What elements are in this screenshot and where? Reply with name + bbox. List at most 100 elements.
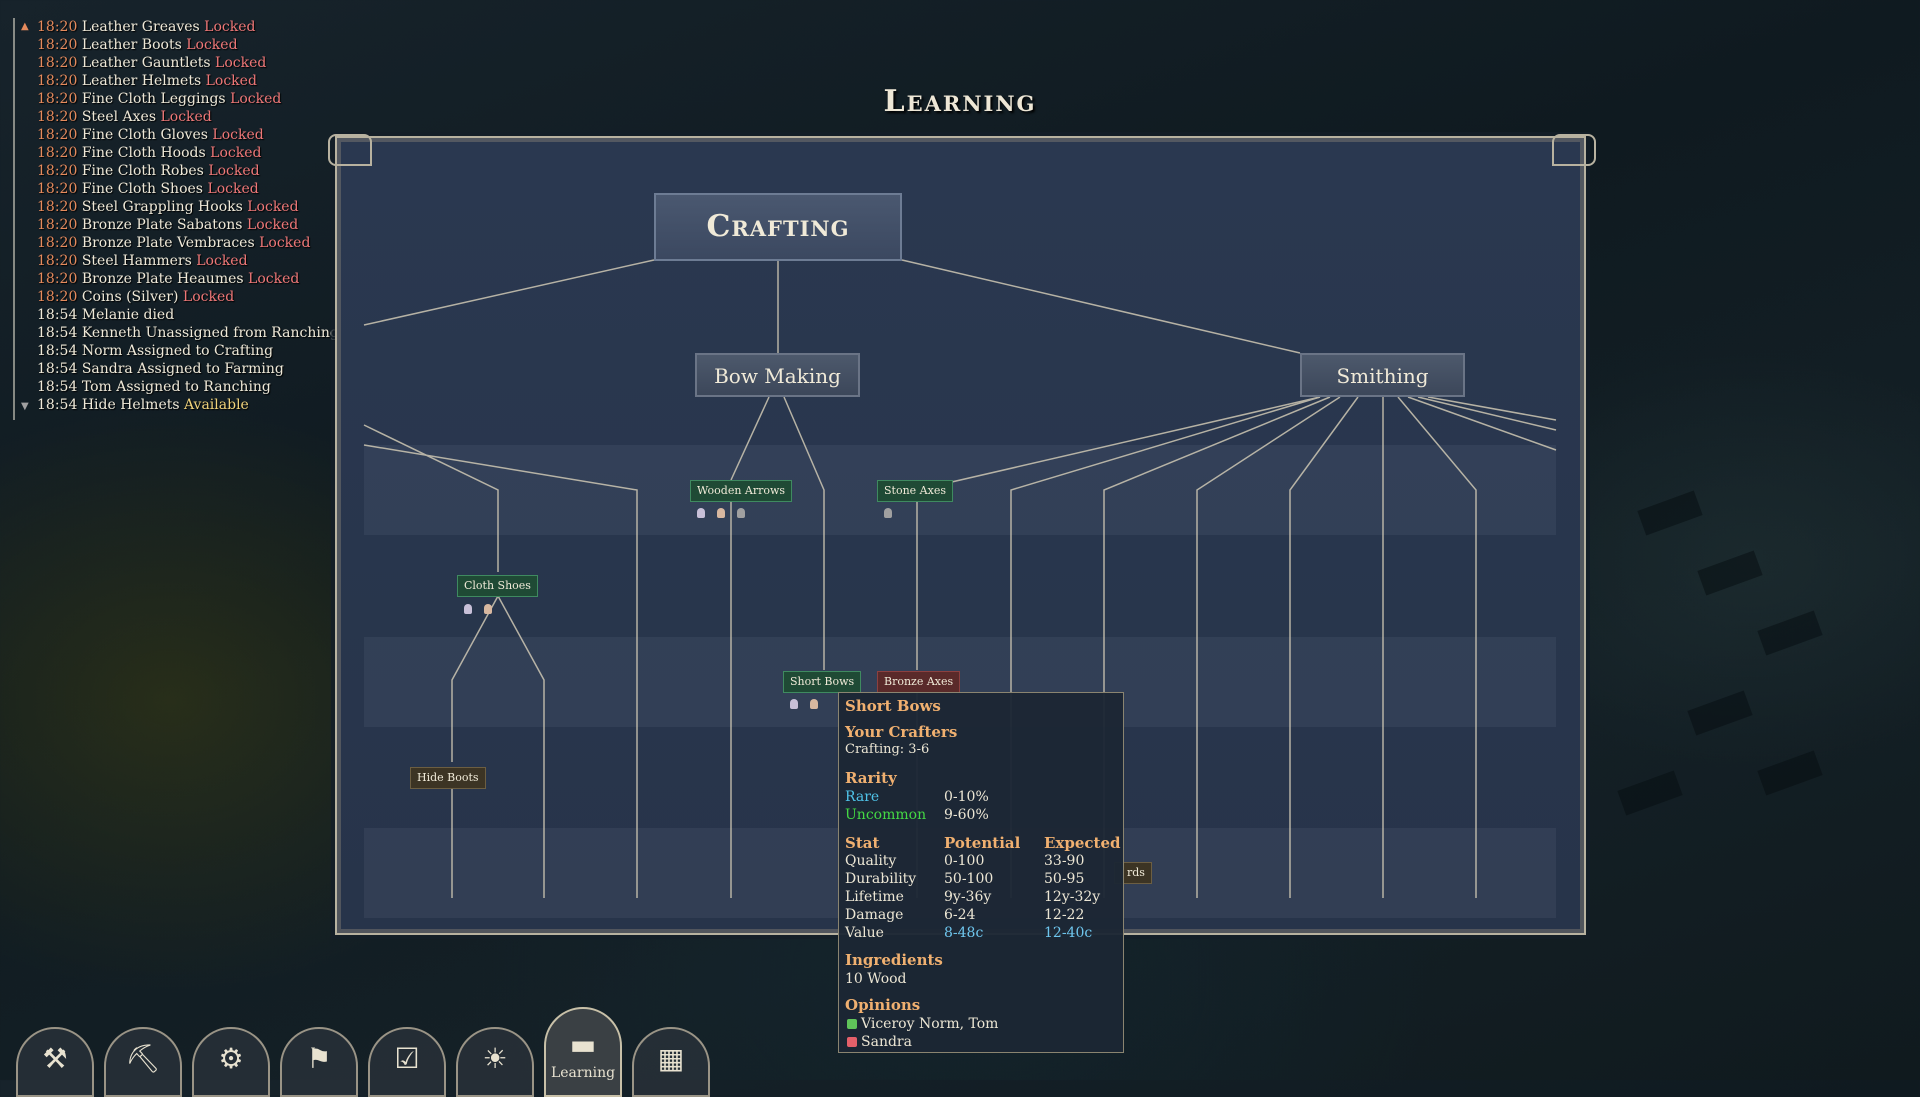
stat-expected: 12-40c bbox=[1044, 925, 1093, 941]
log-entry-text: Hide Helmets bbox=[81, 397, 180, 413]
log-entry: 18:20 Leather Helmets Locked bbox=[37, 72, 257, 90]
log-entry-time: 18:20 bbox=[37, 253, 78, 269]
log-entry: 18:20 Leather Gauntlets Locked bbox=[37, 54, 266, 72]
node-wooden-arrows[interactable]: Wooden Arrows bbox=[690, 480, 793, 502]
node-cloth-shoes[interactable]: Cloth Shoes bbox=[457, 575, 538, 597]
log-entry-time: 18:20 bbox=[37, 217, 78, 233]
log-entry-time: 18:20 bbox=[37, 37, 78, 53]
node-stone-axes[interactable]: Stone Axes bbox=[877, 480, 953, 502]
log-entry: 18:54 Norm Assigned to Crafting bbox=[37, 342, 273, 360]
log-entry-time: 18:54 bbox=[37, 343, 78, 359]
log-entry-text: Bronze Plate Sabatons bbox=[81, 217, 243, 233]
log-entry-time: 18:20 bbox=[37, 55, 78, 71]
item-tooltip: Short Bows Your Crafters Crafting: 3-6 R… bbox=[838, 692, 1124, 1053]
panel-corner-ornament bbox=[328, 134, 372, 166]
crafter-portrait bbox=[884, 508, 892, 518]
log-scroll-up-icon[interactable]: ▲ bbox=[21, 21, 29, 32]
tooltip-title: Short Bows bbox=[845, 697, 941, 715]
branch-bow-making[interactable]: Bow Making bbox=[695, 353, 860, 397]
toolbar-learning-label: Learning bbox=[550, 1065, 616, 1081]
stat-potential: 8-48c bbox=[944, 925, 984, 941]
log-entry-status: Locked bbox=[212, 127, 264, 143]
log-entry-text: Leather Greaves bbox=[81, 19, 200, 35]
log-entry-text: Bronze Plate Heaumes bbox=[81, 271, 244, 287]
log-entry: 18:20 Bronze Plate Heaumes Locked bbox=[37, 270, 299, 288]
crafter-portrait bbox=[810, 699, 818, 709]
log-entry-status: Locked bbox=[160, 109, 212, 125]
log-entry-time: 18:20 bbox=[37, 289, 78, 305]
log-entry-status: Locked bbox=[248, 271, 300, 287]
log-entry-time: 18:20 bbox=[37, 163, 78, 179]
crafter-portrait bbox=[737, 508, 745, 518]
node-hide-boots[interactable]: Hide Boots bbox=[410, 767, 486, 789]
log-entry-status: Locked bbox=[207, 181, 259, 197]
log-entry-status: Locked bbox=[210, 145, 262, 161]
opinion-likes-text: Viceroy Norm, Tom bbox=[861, 1016, 999, 1032]
node-short-bows[interactable]: Short Bows bbox=[783, 671, 862, 693]
log-entry-time: 18:54 bbox=[37, 397, 78, 413]
log-entry-text: Melanie died bbox=[81, 307, 175, 323]
log-entry-status: Locked bbox=[259, 235, 311, 251]
log-entry-text: Bronze Plate Vembraces bbox=[81, 235, 255, 251]
tooltip-crafters-heading: Your Crafters bbox=[845, 723, 958, 741]
log-entry-time: 18:54 bbox=[37, 361, 78, 377]
log-entry-status: Locked bbox=[246, 217, 299, 233]
log-entry-text: Fine Cloth Leggings bbox=[81, 91, 226, 107]
log-entry-text: Tom Assigned to Ranching bbox=[81, 379, 271, 395]
log-entry-status: Locked bbox=[205, 73, 257, 89]
log-entry-time: 18:20 bbox=[37, 91, 78, 107]
opinion-likes: Viceroy Norm, Tom bbox=[847, 1015, 998, 1033]
stat-name: Value bbox=[845, 925, 884, 941]
shovel-icon: ⛏ bbox=[125, 1042, 161, 1075]
stat-expected: 12-22 bbox=[1044, 907, 1085, 923]
stat-name: Lifetime bbox=[845, 889, 904, 905]
log-entry: 18:20 Fine Cloth Shoes Locked bbox=[37, 180, 259, 198]
log-entry-time: 18:20 bbox=[37, 181, 78, 197]
stat-name: Damage bbox=[845, 907, 904, 923]
rarity-uncommon-label: Uncommon bbox=[845, 807, 927, 823]
toolbar-tasks-button[interactable]: ☑ bbox=[368, 1027, 446, 1097]
toolbar-dig-button[interactable]: ⛏ bbox=[104, 1027, 182, 1097]
log-entry-text: Sandra Assigned to Farming bbox=[81, 361, 284, 377]
panel-corner-ornament bbox=[1552, 134, 1596, 166]
sun-icon: ☀ bbox=[482, 1042, 508, 1075]
toolbar-learning-button[interactable]: ▬ Learning bbox=[544, 1007, 622, 1097]
tooltip-ingredients: 10 Wood bbox=[845, 971, 907, 987]
log-entry-text: Fine Cloth Gloves bbox=[81, 127, 208, 143]
ground-tile bbox=[1757, 750, 1823, 796]
toolbar-jobs-button[interactable]: ⚑ bbox=[280, 1027, 358, 1097]
stat-potential: 0-100 bbox=[944, 853, 985, 869]
log-entry: 18:20 Bronze Plate Sabatons Locked bbox=[37, 216, 298, 234]
log-entry: 18:20 Steel Grappling Hooks Locked bbox=[37, 198, 299, 216]
log-entry: 18:20 Fine Cloth Robes Locked bbox=[37, 162, 260, 180]
stats-header-expected: Expected bbox=[1044, 834, 1121, 852]
tooltip-rarity-heading: Rarity bbox=[845, 769, 897, 787]
log-entry-time: 18:20 bbox=[37, 271, 78, 287]
toolbar-map-button[interactable]: ▦ bbox=[632, 1027, 710, 1097]
stat-expected: 33-90 bbox=[1044, 853, 1085, 869]
tooltip-crafters-value: Crafting: 3-6 bbox=[845, 742, 930, 757]
ground-tile bbox=[1697, 550, 1763, 596]
toolbar-resources-button[interactable]: ⚙ bbox=[192, 1027, 270, 1097]
log-entry-time: 18:54 bbox=[37, 325, 78, 341]
branch-smithing[interactable]: Smithing bbox=[1300, 353, 1465, 397]
log-entry-status: Locked bbox=[186, 37, 238, 53]
node-bronze-axes[interactable]: Bronze Axes bbox=[877, 671, 961, 693]
toolbar-time-button[interactable]: ☀ bbox=[456, 1027, 534, 1097]
tooltip-ingredients-heading: Ingredients bbox=[845, 951, 943, 969]
log-entry-text: Fine Cloth Robes bbox=[81, 163, 204, 179]
log-entry-text: Coins (Silver) bbox=[81, 289, 179, 305]
book-icon: ▬ bbox=[569, 1028, 597, 1061]
toolbar-build-button[interactable]: ⚒ bbox=[16, 1027, 94, 1097]
log-entry: 18:54 Tom Assigned to Ranching bbox=[37, 378, 271, 396]
ground-tile bbox=[1637, 490, 1703, 536]
log-entry: 18:20 Fine Cloth Leggings Locked bbox=[37, 90, 281, 108]
log-entry-text: Fine Cloth Hoods bbox=[81, 145, 206, 161]
log-scroll-down-icon[interactable]: ▼ bbox=[21, 401, 29, 412]
log-entry-status: Locked bbox=[208, 163, 260, 179]
log-entry-text: Fine Cloth Shoes bbox=[81, 181, 203, 197]
crafter-portrait bbox=[697, 508, 705, 518]
log-entry-status: Locked bbox=[247, 199, 299, 215]
log-entry-time: 18:20 bbox=[37, 145, 78, 161]
